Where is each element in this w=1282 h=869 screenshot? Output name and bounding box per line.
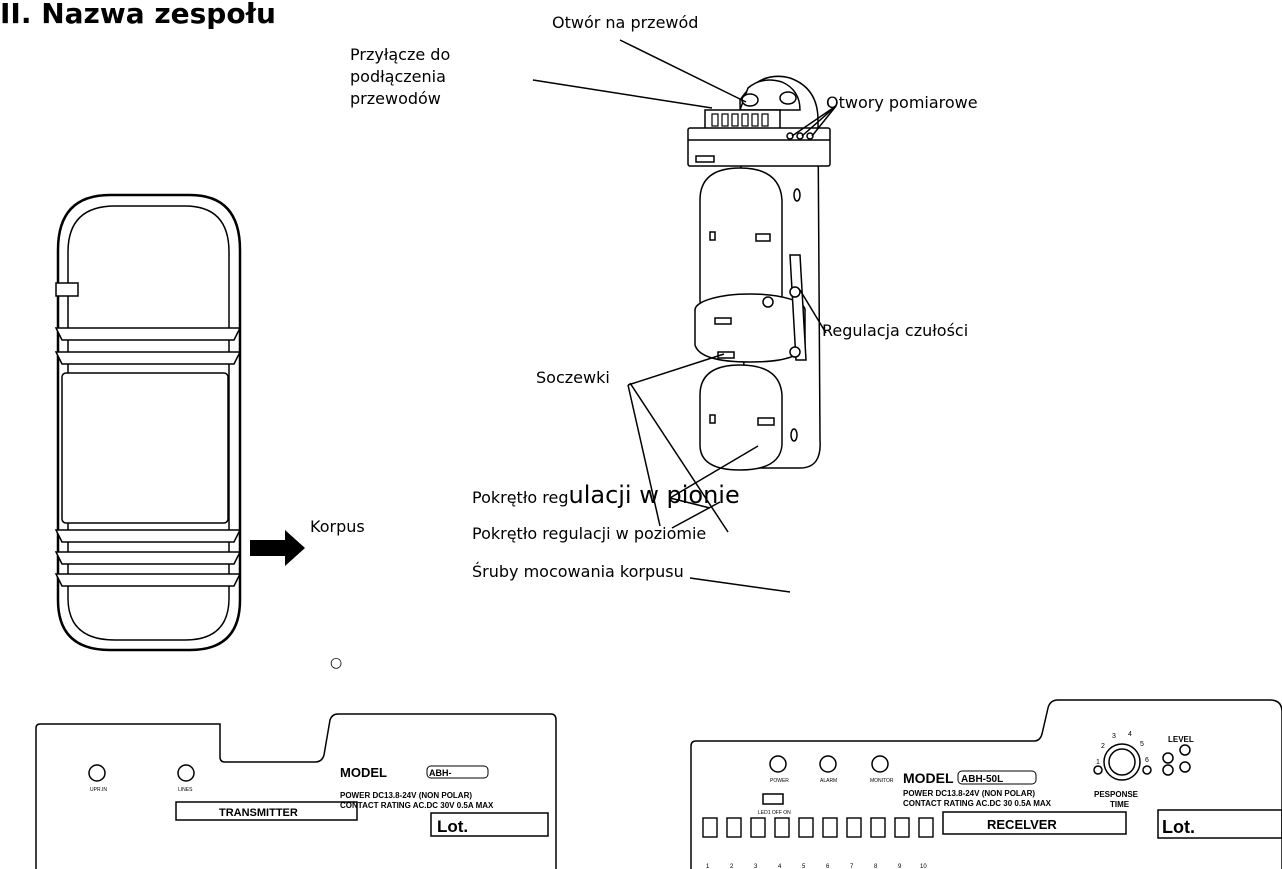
label-vertical-knob-a: Pokrętło reg (472, 488, 569, 507)
rx-term-2: 2 (730, 864, 734, 869)
rx-response-time-2: TIME (1110, 800, 1130, 809)
tx-model-label: MODEL (340, 765, 387, 780)
circle-mark: ○ (330, 655, 343, 671)
rx-term-8: 8 (874, 864, 878, 869)
transmitter-panel (35, 713, 557, 869)
receiver-terminals (702, 817, 934, 838)
rx-name-box: RECELVER (987, 817, 1057, 832)
rx-switch-label: LED1 OFF ON (758, 810, 791, 816)
rx-response-time-1: PESPONSE (1094, 790, 1139, 799)
rx-lot-box: Lot. (1162, 817, 1195, 837)
rx-term-9: 9 (898, 864, 902, 869)
rx-level-label: LEVEL (1168, 735, 1194, 744)
label-connector-line3: przewodów (350, 89, 441, 108)
rx-led3-label: MONITOR (870, 778, 894, 784)
rx-term-10: 10 (920, 864, 927, 869)
rx-term-5: 5 (802, 864, 806, 869)
receiver-panel-text: POWER ALARM MONITOR LED1 OFF ON MODEL AB… (706, 731, 1195, 869)
rx-dial-5: 5 (1140, 741, 1144, 748)
label-cable-hole: Otwór na przewód (552, 13, 699, 32)
rx-led1-label: POWER (770, 778, 789, 784)
label-measurement-holes: Otwory pomiarowe (826, 93, 978, 112)
rx-led2-label: ALARM (820, 778, 837, 784)
label-connector-line1: Przyłącze do (350, 45, 451, 64)
label-connector-line2: podłączenia (350, 67, 446, 86)
rx-dial-6: 6 (1145, 757, 1149, 764)
label-horizontal-knob: Pokrętło regulacji w poziomie (472, 524, 707, 543)
receiver-panel (690, 699, 1282, 869)
tx-lot-box: Lot. (437, 817, 468, 836)
housing-arrow (250, 530, 305, 566)
label-sensitivity: Regulacja czułości (822, 321, 969, 340)
rx-term-3: 3 (754, 864, 758, 869)
page-title: II. Nazwa zespołu (0, 0, 276, 30)
center-device (687, 75, 831, 471)
rx-dial-3: 3 (1112, 733, 1116, 740)
transmitter-panel-text: UPR.IN LINES MODEL ABH- POWER DC13.8-24V… (90, 765, 494, 836)
label-housing-screws: Śruby mocowania korpusu (472, 562, 684, 581)
rx-dial-2: 2 (1101, 743, 1105, 750)
tx-name-box: TRANSMITTER (219, 807, 298, 819)
rx-term-4: 4 (778, 864, 782, 869)
tx-power-line: POWER DC13.8-24V (NON POLAR) (340, 791, 472, 800)
housing-device (54, 193, 242, 652)
tx-led1-label: UPR.IN (90, 787, 107, 793)
tx-contact-line: CONTACT RATING AC.DC 30V 0.5A MAX (340, 801, 494, 810)
rx-dial-4: 4 (1128, 731, 1132, 738)
rx-model-value: ABH-50L (961, 774, 1003, 785)
rx-contact-line: CONTACT RATING AC.DC 30 0.5A MAX (903, 799, 1052, 808)
rx-term-7: 7 (850, 864, 854, 869)
rx-power-line: POWER DC13.8-24V (NON POLAR) (903, 789, 1035, 798)
rx-term-6: 6 (826, 864, 830, 869)
tx-led2-label: LINES (178, 787, 193, 793)
leader-lines (532, 39, 837, 593)
rx-model-label: MODEL (903, 770, 954, 786)
rx-dial-1: 1 (1096, 759, 1100, 766)
tx-model-value: ABH- (429, 768, 452, 778)
label-lenses: Soczewki (536, 368, 610, 387)
rx-term-1: 1 (706, 864, 710, 869)
label-housing: Korpus (310, 517, 365, 536)
